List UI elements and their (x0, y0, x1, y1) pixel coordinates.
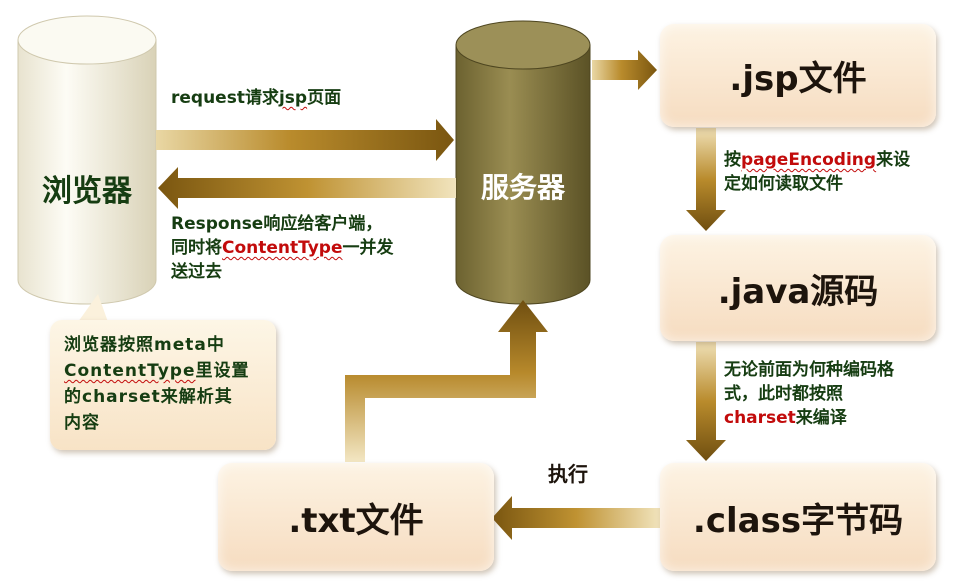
request-caption: request请求jsp页面 (171, 86, 341, 110)
jsp-to-java-caption: 按pageEncoding来设 定如何读取文件 (724, 148, 910, 196)
page-encoding-highlight: pageEncoding (741, 150, 877, 170)
request-caption-jsp: jsp (278, 88, 308, 108)
jsp-to-java-suffix: 来设 (876, 150, 911, 170)
response-caption-line1: Response响应给客户端， (171, 214, 383, 234)
class-bytecode-box: .class字节码 (660, 463, 936, 571)
jsp-file-label: .jsp文件 (729, 59, 867, 99)
jsp-file-box: .jsp文件 (660, 24, 936, 127)
txt-file-box: .txt文件 (218, 463, 494, 571)
server-cylinder (455, 20, 591, 305)
response-arrow (158, 167, 456, 209)
java-to-class-caption: 无论前面为何种编码格 式，此时都按照 charset来编译 (724, 358, 894, 430)
java-to-class-line2: 式，此时都按照 (724, 384, 843, 404)
txt-file-label: .txt文件 (288, 500, 424, 541)
server-label: 服务器 (480, 171, 565, 204)
browser-note: 浏览器按照meta中 ContentType里设置 的charset来解析其 内… (50, 320, 276, 450)
browser-label: 浏览器 (42, 174, 132, 209)
response-caption: Response响应给客户端， 同时将ContentType一并发 送过去 (171, 212, 451, 284)
class-bytecode-label: .class字节码 (692, 500, 904, 541)
jsp-to-java-prefix: 按 (724, 150, 741, 170)
server-to-jsp-arrow (592, 50, 657, 90)
response-caption-line2: 同时将ContentType一并发 (171, 236, 451, 260)
response-caption-line2-prefix: 同时将 (171, 238, 222, 258)
request-arrow (156, 119, 454, 161)
jsp-to-java-arrow (686, 128, 726, 231)
request-caption-suffix: 页面 (307, 88, 342, 108)
response-caption-line3: 送过去 (171, 262, 222, 282)
jsp-to-java-line1: 按pageEncoding来设 (724, 148, 910, 172)
note-line4: 内容 (64, 413, 100, 433)
note-content-type: ContentType (64, 361, 196, 381)
response-content-type-highlight: ContentType (222, 238, 343, 258)
note-tail (78, 294, 108, 322)
java-source-box: .java源码 (660, 235, 936, 341)
note-line1: 浏览器按照meta中 (64, 335, 225, 355)
charset-highlight: charset (724, 408, 796, 428)
java-to-class-arrow (686, 342, 726, 461)
response-caption-line2-suffix: 一并发 (342, 238, 394, 258)
request-caption-prefix: request请求 (171, 88, 279, 108)
note-line2: ContentType里设置 (64, 358, 266, 384)
txt-to-server-arrow (345, 300, 548, 462)
browser-cylinder (17, 15, 157, 305)
execute-caption: 执行 (548, 462, 588, 486)
java-to-class-line3: charset来编译 (724, 406, 894, 430)
jsp-to-java-line2: 定如何读取文件 (724, 174, 843, 194)
note-line3: 的charset来解析其 (64, 387, 233, 407)
class-to-txt-arrow (492, 496, 660, 540)
java-to-class-line1: 无论前面为何种编码格 (724, 360, 894, 380)
java-source-label: .java源码 (717, 271, 879, 312)
java-to-class-suffix: 来编译 (795, 408, 847, 428)
note-line2-suffix: 里设置 (195, 361, 250, 381)
